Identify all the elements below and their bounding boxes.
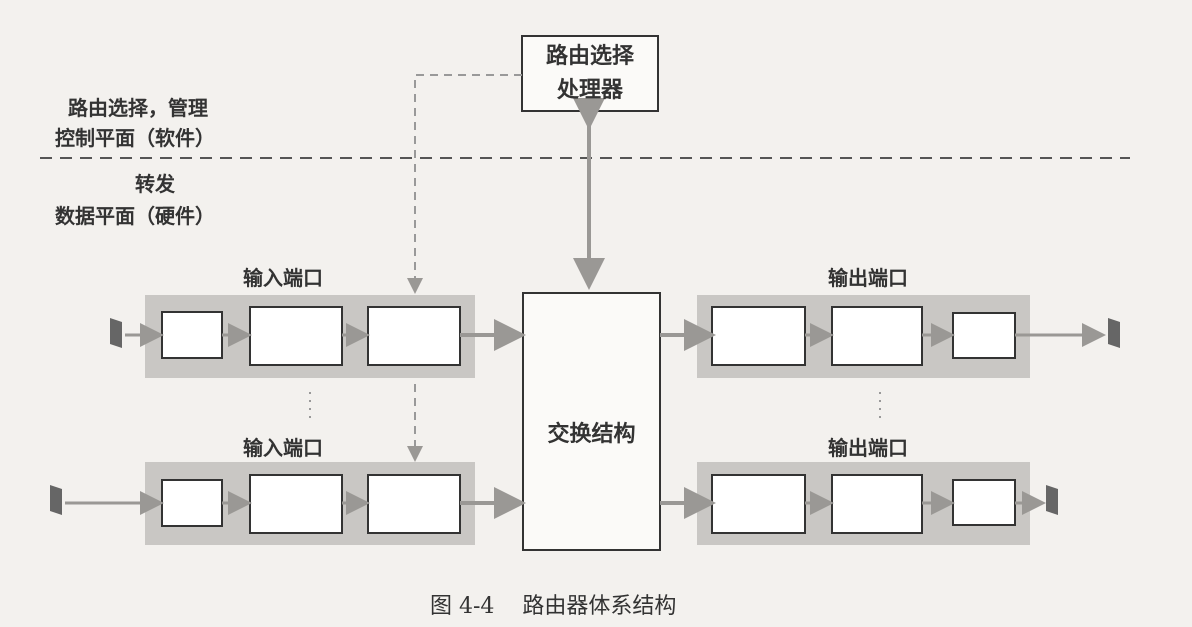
processor-line2: 处理器 [556, 78, 623, 103]
control-plane-line2: 控制平面（软件） [55, 126, 215, 150]
output-port-2-label: 输出端口 [828, 436, 908, 460]
caption-title: 路由器体系结构 [522, 594, 677, 619]
output-port-1-label: 输出端口 [828, 266, 908, 290]
input-port-1 [110, 295, 526, 378]
switch-fabric-box [522, 292, 661, 551]
input-port-2-label: 输入端口 [243, 436, 323, 460]
figure-caption: 图 4-4 路由器体系结构 [430, 588, 676, 620]
input-port-2 [50, 462, 526, 545]
switch-fabric-label: 交换结构 [547, 422, 636, 447]
output-port-1 [660, 295, 1120, 378]
processor-line1: 路由选择 [545, 44, 634, 69]
forwarding-table-line [407, 74, 522, 294]
control-plane-line1: 路由选择，管理 [68, 96, 208, 120]
output-port-2 [660, 462, 1058, 545]
data-plane-line2: 数据平面（硬件） [55, 204, 215, 228]
data-plane-line1: 转发 [135, 172, 175, 196]
caption-number: 图 4-4 [430, 594, 495, 619]
routing-processor-label: 路由选择 处理器 [522, 40, 658, 108]
input-port-1-label: 输入端口 [243, 266, 323, 290]
